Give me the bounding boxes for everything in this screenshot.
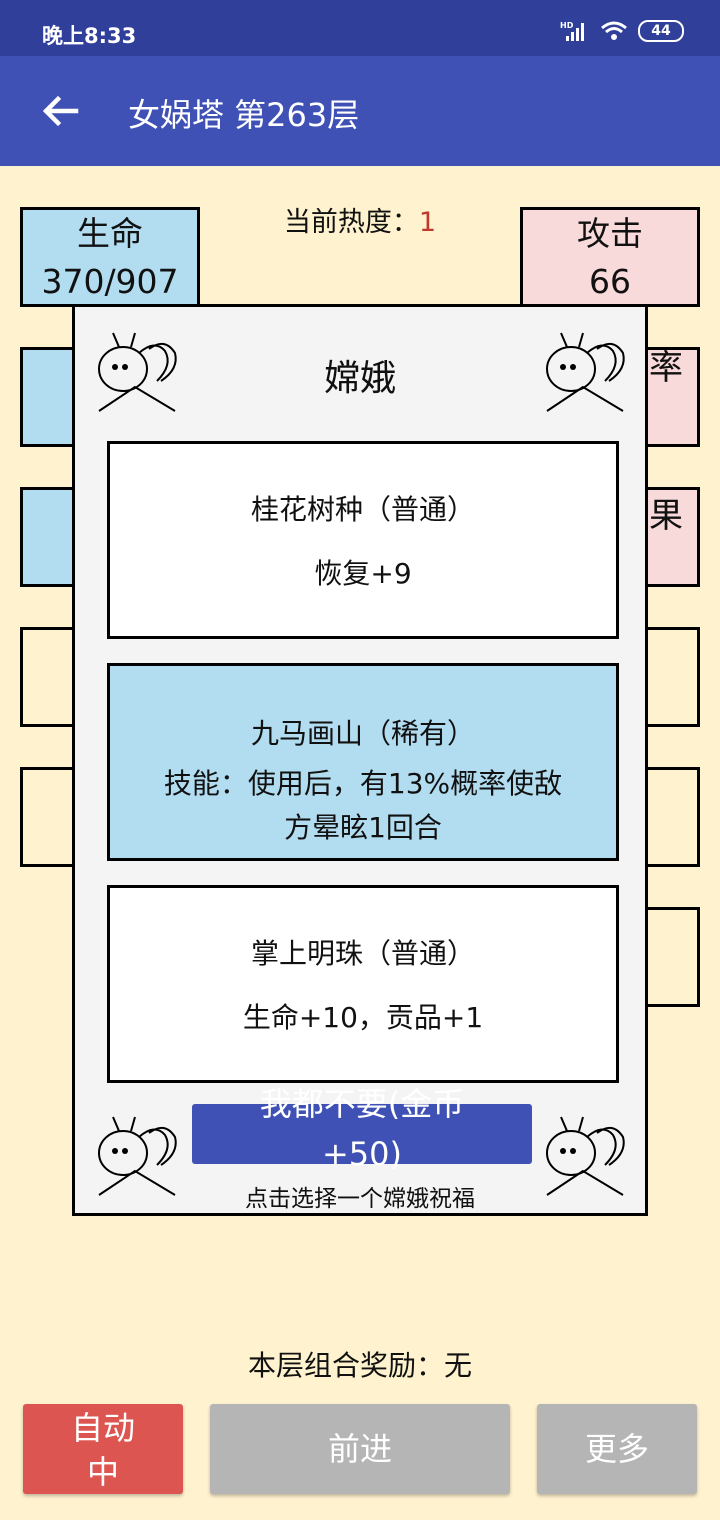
signal-icon: HD [560, 21, 584, 41]
auto-label-2: 中 [86, 1453, 119, 1491]
blessing-card-2[interactable]: 九马画山（稀有） 技能：使用后，有13%概率使敌 方晕眩1回合 [107, 663, 619, 861]
status-bar: 晚上8:33 HD 44 [0, 0, 720, 56]
svg-text:HD: HD [560, 21, 574, 30]
card-1-name: 桂花树种（普通） [250, 493, 475, 526]
bee-icon-bottom-left [98, 1116, 177, 1196]
app-bar: 女娲塔 第263层 [0, 56, 720, 166]
status-time: 晚上8:33 [42, 24, 137, 48]
hp-value: 370/907 [41, 262, 179, 301]
card-2-effect: 技能：使用后，有13%概率使敌 方晕眩1回合 [110, 762, 616, 850]
current-heat: 当前热度：1 [0, 200, 720, 239]
attack-box: 攻击 66 [520, 207, 700, 307]
bee-icon-bottom-right [546, 1116, 625, 1196]
heat-value: 1 [418, 207, 437, 238]
skip-all-button[interactable]: 我都不要(金币 +50) [192, 1085, 532, 1173]
card-3-name: 掌上明珠（普通） [250, 937, 475, 970]
skip-line-1: 我都不要(金币 [259, 1085, 465, 1123]
blessing-dialog: 嫦娥 桂花树种（普通） 恢复+9 九马画山（稀有） 技能：使用后，有13%概率使… [72, 304, 648, 1216]
dialog-title: 嫦娥 [323, 358, 396, 399]
heat-label: 当前热度： [283, 207, 419, 238]
combo-reward: 本层组合奖励：无 [247, 1349, 472, 1382]
skip-line-2: +50) [321, 1135, 402, 1173]
back-arrow-icon[interactable] [40, 91, 80, 131]
hp-label: 生命 [77, 214, 143, 253]
forward-button[interactable]: 前进 [210, 1404, 510, 1494]
wifi-icon [601, 21, 627, 40]
blessing-card-1[interactable]: 桂花树种（普通） 恢复+9 [107, 441, 619, 639]
dialog-hint: 点击选择一个嫦娥祝福 [245, 1186, 475, 1212]
hp-box: 生命 370/907 [20, 207, 200, 307]
bee-icon-top-right [546, 332, 625, 412]
auto-button[interactable]: 自动 中 [23, 1404, 183, 1494]
bee-icon-top-left [98, 332, 177, 412]
card-2-effect-line-2: 方晕眩1回合 [284, 811, 442, 844]
stat-right-2-label: 率 [649, 348, 683, 388]
card-3-effect: 生命+10，贡品+1 [242, 1001, 484, 1034]
more-button[interactable]: 更多 [537, 1404, 697, 1494]
card-2-name: 九马画山（稀有） [250, 717, 475, 750]
stat-right-3-label: 果 [649, 496, 683, 536]
page-title: 女娲塔 第263层 [128, 96, 360, 134]
card-1-effect: 恢复+9 [314, 557, 412, 590]
blessing-card-3[interactable]: 掌上明珠（普通） 生命+10，贡品+1 [107, 885, 619, 1083]
battery-icon: 44 [638, 20, 684, 42]
attack-label: 攻击 [577, 214, 643, 253]
status-icons: HD 44 [560, 20, 684, 42]
auto-label-1: 自动 [70, 1409, 135, 1447]
attack-value: 66 [589, 262, 631, 301]
card-2-effect-line-1: 技能：使用后，有13%概率使敌 [163, 767, 563, 800]
